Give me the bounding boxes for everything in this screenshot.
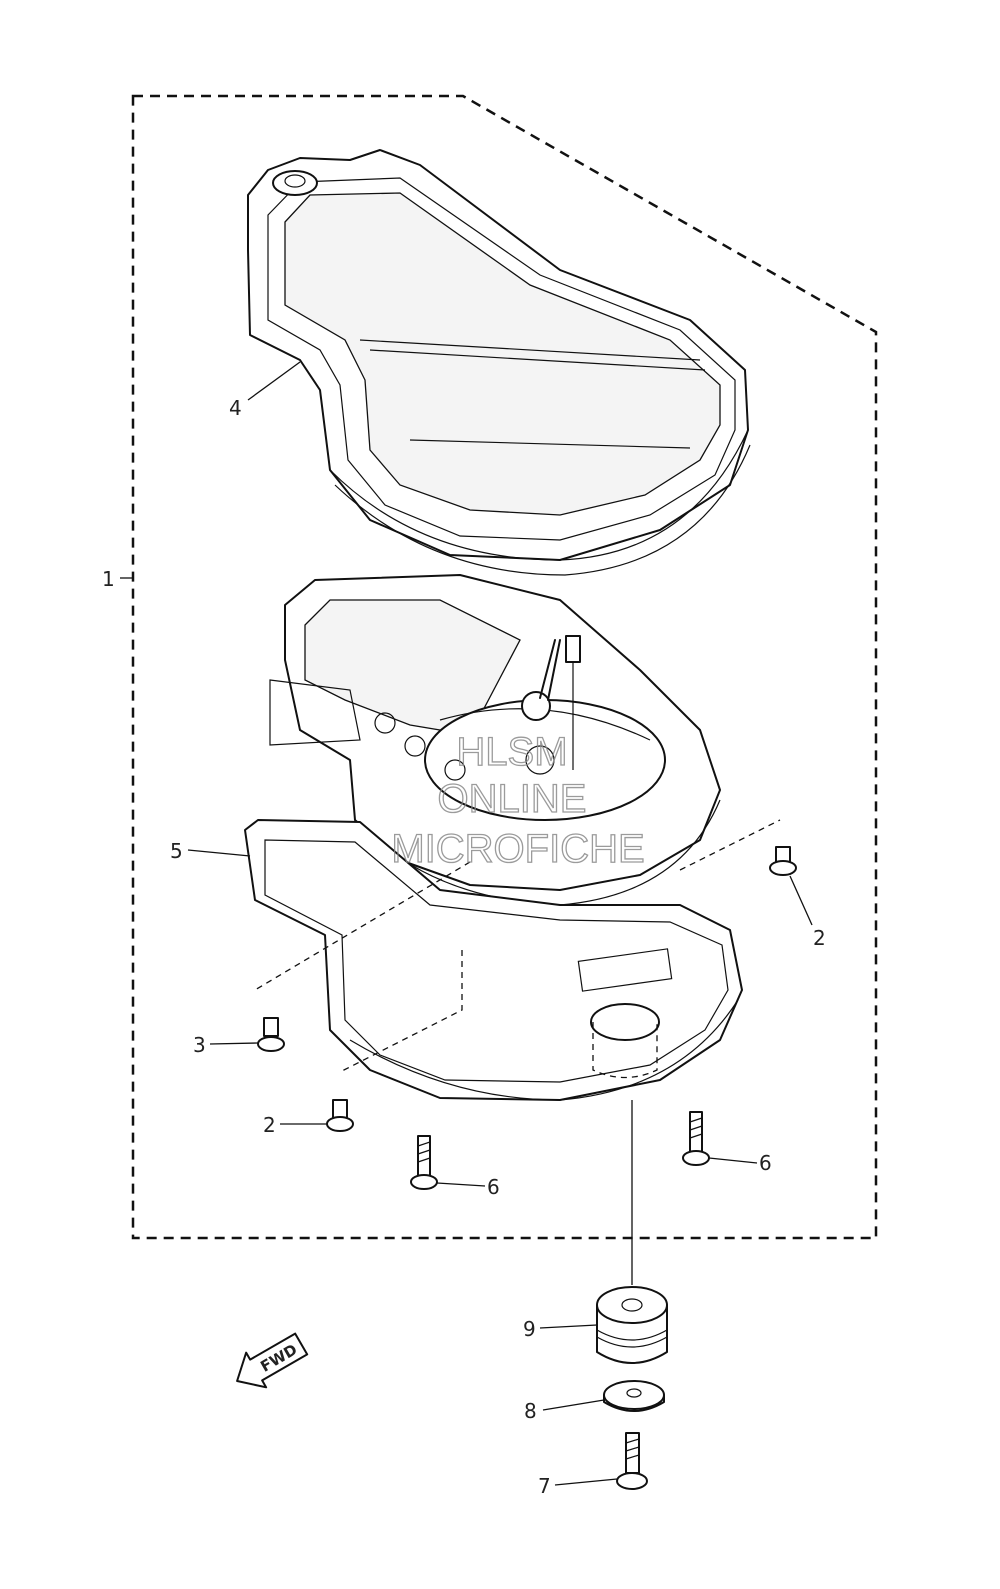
callout-6-left: 6 xyxy=(487,1175,500,1199)
leader-3 xyxy=(209,1042,259,1045)
part-6-screw-right xyxy=(682,1111,710,1166)
callout-6-right: 6 xyxy=(759,1151,772,1175)
callout-2-right: 2 xyxy=(813,926,826,950)
watermark-line-3: MICROFICHE xyxy=(391,827,644,871)
fwd-arrow: FWD xyxy=(236,1332,309,1389)
part-6-screw-left xyxy=(410,1135,438,1190)
callout-8: 8 xyxy=(524,1399,537,1423)
callout-3: 3 xyxy=(193,1033,206,1057)
callout-2-left: 2 xyxy=(263,1113,276,1137)
part-9-damper xyxy=(596,1286,668,1364)
align-line-3 xyxy=(254,861,471,991)
part-7-bolt xyxy=(616,1432,648,1490)
callout-7: 7 xyxy=(538,1474,551,1498)
leader-8 xyxy=(542,1399,605,1411)
leader-6-right xyxy=(708,1157,758,1164)
leader-5 xyxy=(187,849,251,857)
assembly-boundary xyxy=(131,94,878,1240)
align-line-2-right xyxy=(679,819,781,871)
part-3-grommet xyxy=(257,1017,285,1052)
callout-4: 4 xyxy=(229,396,242,420)
part-2-grommet-left xyxy=(326,1099,354,1132)
watermark-line-1: HLSM xyxy=(456,730,567,774)
meter-unit xyxy=(269,574,721,906)
part-4-lens-cover xyxy=(247,149,751,576)
leader-6-left xyxy=(436,1182,486,1187)
leader-4 xyxy=(247,361,301,401)
leader-2-right xyxy=(789,875,813,926)
callout-9: 9 xyxy=(523,1317,536,1341)
part-2-grommet-right xyxy=(769,846,797,876)
callout-5: 5 xyxy=(170,839,183,863)
leader-9 xyxy=(539,1324,598,1329)
leader-7 xyxy=(554,1478,618,1486)
align-line-2-left xyxy=(339,950,463,1073)
callout-1: 1 xyxy=(102,567,115,591)
watermark-line-2: ONLINE xyxy=(438,777,587,821)
part-8-washer xyxy=(603,1380,665,1412)
part-5-meter-case xyxy=(244,819,743,1101)
